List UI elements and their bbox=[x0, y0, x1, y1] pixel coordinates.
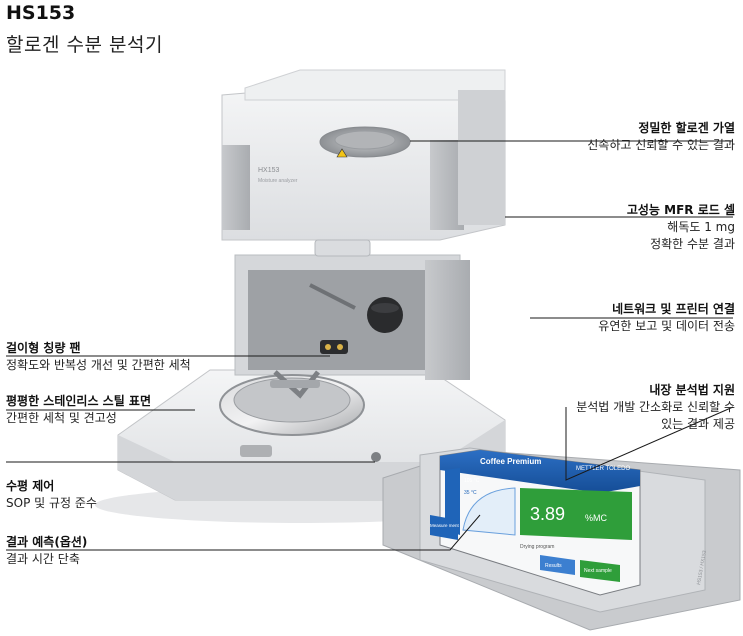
callout-text: 신속하고 신뢰할 수 있는 결과 bbox=[587, 138, 735, 152]
callout-heading: 정밀한 할로겐 가열 bbox=[638, 121, 735, 135]
callout-text: 정확도와 반복성 개선 및 간편한 세척 bbox=[6, 358, 191, 372]
status-text: Drying program bbox=[520, 544, 554, 550]
temp-low: 35 °C bbox=[464, 490, 477, 496]
callout-text: 있는 결과 제공 bbox=[661, 417, 735, 431]
measure-button-label: Measure ment bbox=[430, 523, 460, 528]
callout-heading: 고성능 MFR 로드 셀 bbox=[626, 203, 735, 217]
callout-text: 해독도 1 mg bbox=[667, 220, 735, 234]
callout-network: 네트워크 및 프린터 연결 유연한 보고 및 데이터 전송 bbox=[598, 301, 735, 335]
callout-text: 정확한 수분 결과 bbox=[650, 237, 735, 251]
callout-heading: 네트워크 및 프린터 연결 bbox=[612, 302, 735, 316]
callout-heading: 수평 제어 bbox=[6, 479, 55, 493]
result-value: 3.89 bbox=[530, 504, 565, 524]
callout-load-cell: 고성능 MFR 로드 셀 해독도 1 mg 정확한 수분 결과 bbox=[627, 202, 735, 253]
callout-heading: 걸이형 칭량 팬 bbox=[6, 341, 81, 355]
callout-text: 분석법 개발 간소화로 신뢰할 수 bbox=[576, 400, 735, 414]
callout-surface: 평평한 스테인리스 스틸 표면 간편한 세척 및 견고성 bbox=[6, 393, 151, 427]
callout-heading: 내장 분석법 지원 bbox=[649, 383, 735, 397]
terminal-side-label: HS153 / HX153 bbox=[696, 550, 708, 585]
results-button-label: Results bbox=[545, 563, 562, 569]
callout-text: 유연한 보고 및 데이터 전송 bbox=[598, 319, 735, 333]
callout-heading: 결과 예측(옵션) bbox=[6, 535, 88, 549]
callout-heading: 평평한 스테인리스 스틸 표면 bbox=[6, 394, 152, 408]
screen-title: Coffee Premium bbox=[480, 457, 541, 466]
callout-methods: 내장 분석법 지원 분석법 개발 간소화로 신뢰할 수 있는 결과 제공 bbox=[576, 382, 735, 433]
page-title: HS153 bbox=[6, 2, 76, 24]
leader-methods bbox=[565, 406, 734, 481]
leader-lines bbox=[6, 140, 734, 551]
result-unit: %MC bbox=[585, 513, 607, 523]
temp-top: 105 °C bbox=[464, 478, 480, 484]
callout-text: 결과 시간 단축 bbox=[6, 552, 80, 566]
callout-text: SOP 및 규정 준수 bbox=[6, 496, 97, 510]
callout-level-control: 수평 제어 SOP 및 규정 준수 bbox=[6, 478, 97, 512]
model-sub-label: Moisture analyzer bbox=[258, 178, 298, 184]
callout-result-prediction: 결과 예측(옵션) 결과 시간 단축 bbox=[6, 534, 87, 568]
callout-heating: 정밀한 할로겐 가열 신속하고 신뢰할 수 있는 결과 bbox=[587, 120, 735, 154]
leader-prediction bbox=[6, 514, 481, 551]
brand-label: METTLER TOLEDO bbox=[576, 466, 630, 472]
model-label: HX153 bbox=[258, 167, 280, 174]
callout-text: 간편한 세척 및 견고성 bbox=[6, 411, 117, 425]
callout-weighing-pan: 걸이형 칭량 팬 정확도와 반복성 개선 및 간편한 세척 bbox=[6, 340, 191, 374]
page-subtitle: 할로겐 수분 분석기 bbox=[6, 34, 163, 56]
next-sample-button-label: Next sample bbox=[584, 568, 612, 574]
